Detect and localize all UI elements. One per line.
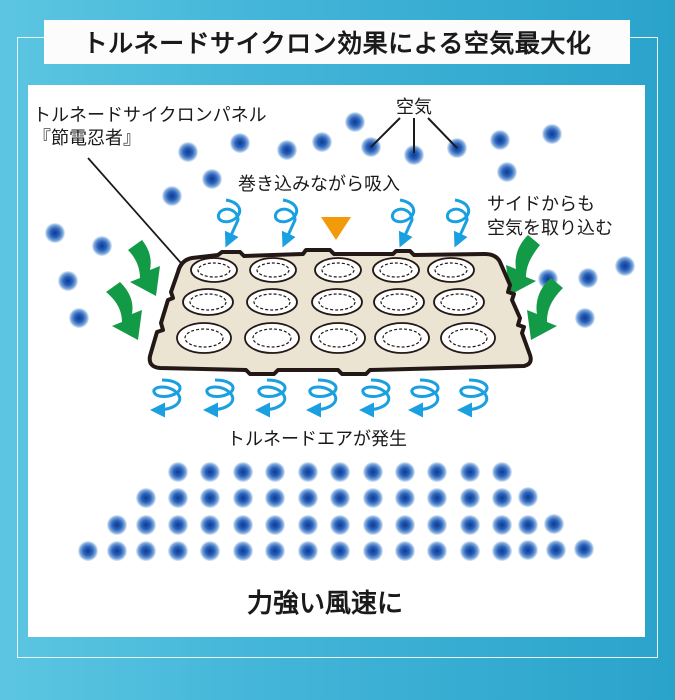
side-intake-label-line1: サイドからも [487,194,595,215]
result-label: 力強い風速に [247,589,404,619]
air-leader-lines [370,117,458,153]
air-dots [45,112,635,328]
side-intake-arrows [106,235,563,340]
air-label: 空気 [396,97,432,118]
tornado-air-label: トルネードエアが発生 [227,429,407,450]
panel-holes [176,257,496,354]
intake-label: 巻き込みながら吸入 [238,174,400,195]
tornado-air-swirls [150,378,489,418]
orange-down-triangle-icon [321,217,351,240]
title-box: トルネードサイクロン効果による空気最大化 [44,20,630,64]
side-intake-label-line2: 空気を取り込む [487,218,613,239]
panel-name-sub-label: 『節電忍者』 [33,128,141,149]
output-air-dots [78,462,594,561]
panel-leader-line [87,157,197,281]
intake-swirls [217,198,471,248]
panel-hole-teeth [184,262,488,348]
panel-name-label: トルネードサイクロンパネル [33,105,267,126]
page-title: トルネードサイクロン効果による空気最大化 [82,29,592,58]
